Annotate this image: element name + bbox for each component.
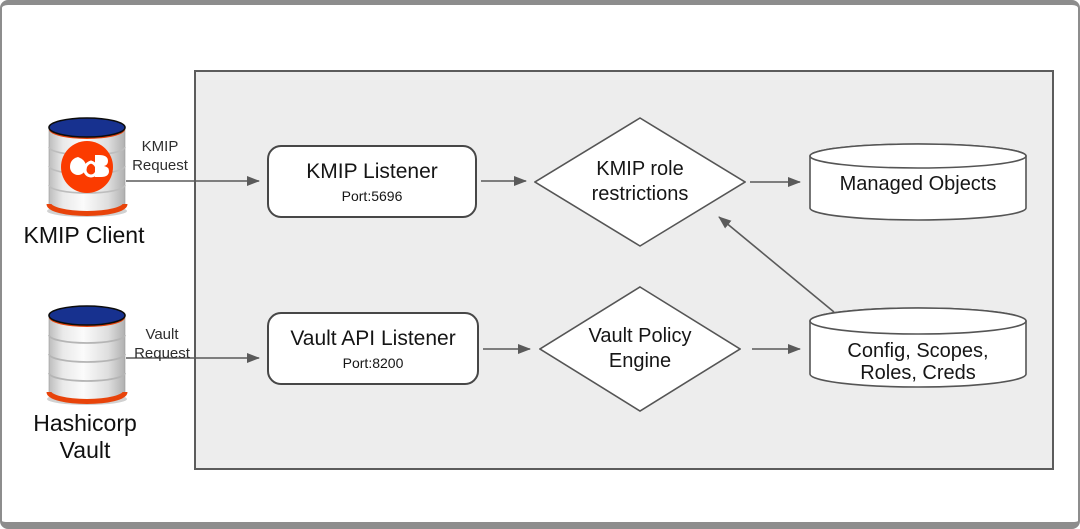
kmip-role-restrictions-line1: KMIP role — [596, 158, 684, 180]
vault-request-label-line2: Request — [134, 345, 190, 362]
vault-request-edge-label: Vault Request — [120, 325, 204, 363]
kmip-client-database-icon — [45, 111, 129, 221]
kmip-request-edge-label: KMIP Request — [118, 137, 202, 175]
managed-objects-datastore: Managed Objects — [808, 143, 1028, 221]
vault-policy-engine-diamond: Vault Policy Engine — [539, 286, 741, 412]
config-scopes-datastore: Config, Scopes, Roles, Creds — [808, 307, 1028, 393]
vault-api-listener-port: Port:8200 — [342, 354, 404, 371]
vault-api-listener-title: Vault API Listener — [290, 326, 456, 350]
kmip-role-restrictions-diamond: KMIP role restrictions — [534, 117, 746, 247]
hashicorp-vault-label: Hashicorp Vault — [5, 410, 165, 464]
edb-logo-icon — [61, 141, 113, 193]
kmip-request-label-line1: KMIP — [141, 138, 179, 155]
hashicorp-vault-label-line2: Vault — [59, 437, 111, 463]
kmip-listener-title: KMIP Listener — [306, 159, 438, 183]
hashicorp-vault-label-line1: Hashicorp — [33, 410, 137, 436]
kmip-listener-port: Port:5696 — [341, 187, 403, 204]
kmip-client-label: KMIP Client — [23, 222, 145, 248]
kmip-listener-box: KMIP Listener Port:5696 — [267, 145, 477, 218]
kmip-role-restrictions-line2: restrictions — [591, 183, 689, 205]
hashicorp-vault-database-icon — [45, 299, 129, 409]
config-scopes-label-line2: Roles, Creds — [860, 362, 976, 384]
vault-policy-engine-line2: Engine — [608, 350, 672, 372]
config-scopes-label-line1: Config, Scopes, — [847, 340, 989, 362]
managed-objects-label: Managed Objects — [839, 173, 997, 195]
kmip-request-label-line2: Request — [132, 157, 188, 174]
vault-api-listener-box: Vault API Listener Port:8200 — [267, 312, 479, 385]
vault-policy-engine-line1: Vault Policy — [588, 325, 692, 347]
vault-request-label-line1: Vault — [145, 326, 179, 343]
